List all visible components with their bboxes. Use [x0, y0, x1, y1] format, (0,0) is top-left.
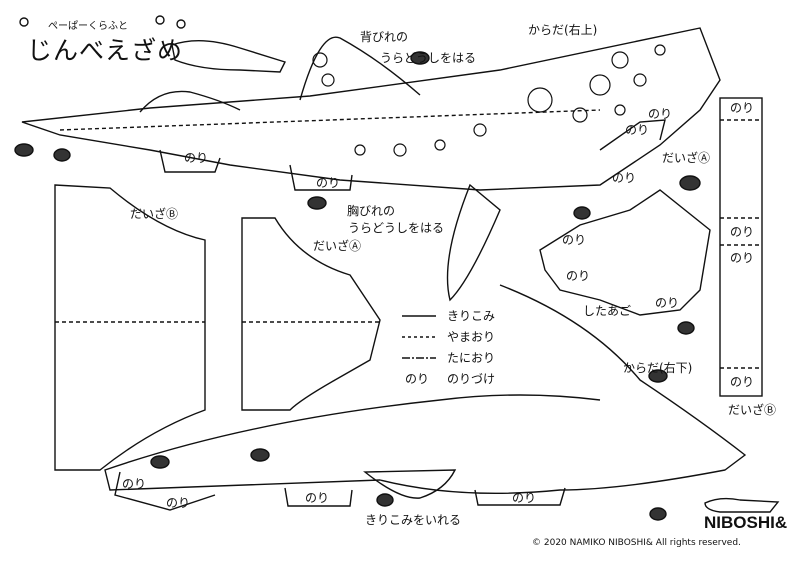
glue-label: のり	[655, 296, 680, 310]
dorsal-fin-instruction: うらどうしをはる	[380, 51, 477, 65]
glue-label: のり	[730, 101, 755, 115]
bubble-icon	[155, 15, 165, 25]
lower-jaw-label: したあご	[583, 304, 632, 318]
lower-jaw-piece	[539, 189, 711, 316]
pectoral-fin-instruction: うらどうしをはる	[348, 221, 445, 235]
glue-label: のり	[730, 251, 755, 265]
bubble-icon	[19, 17, 29, 27]
legend-glue-symbol: のり	[405, 372, 430, 386]
glue-label: のり	[184, 151, 209, 165]
dorsal-fin-piece	[299, 36, 421, 101]
cut-instruction: きりこみをいれる	[365, 513, 462, 527]
stand-b-label-2: だいざⒷ	[728, 403, 777, 417]
dorsal-fin-label: 背びれの	[360, 30, 409, 44]
body-upper-piece	[21, 27, 721, 191]
glue-label: のり	[566, 269, 591, 283]
brand-logo: NIBOSHI&	[704, 513, 788, 532]
legend-cut: きりこみ	[447, 309, 496, 323]
stand-b-label: だいざⒷ	[130, 207, 179, 221]
stand-a-label-2: だいざⒶ	[662, 151, 711, 165]
legend-glue: のりづけ	[447, 372, 496, 386]
decorative-fish-icons	[14, 51, 701, 521]
glue-label: のり	[166, 496, 191, 510]
glue-label: のり	[562, 233, 587, 247]
glue-label: のり	[612, 171, 637, 185]
bubble-icon	[176, 19, 186, 29]
stand-a-label: だいざⒶ	[313, 239, 362, 253]
stand-a-piece	[241, 217, 381, 411]
spots	[312, 44, 666, 157]
glue-label: のり	[316, 176, 341, 190]
page-title: じんべえざめ	[27, 36, 184, 65]
stand-b-piece	[54, 184, 206, 471]
glue-label: のり	[625, 123, 650, 137]
niboshi-logo-fish	[704, 497, 780, 513]
pectoral-fin-piece	[446, 183, 501, 302]
body-lower-right-label: からだ(右下)	[623, 361, 693, 375]
small-dorsal-fin	[139, 90, 241, 113]
glue-label: のり	[305, 491, 330, 505]
glue-label: のり	[730, 225, 755, 239]
body-lower-piece	[104, 284, 747, 495]
whale-shark-icon	[171, 39, 286, 73]
glue-label: のり	[122, 477, 147, 491]
subtitle: ぺーぱーくらふと	[48, 21, 128, 32]
glue-label: のり	[648, 107, 673, 121]
glue-label: のり	[512, 491, 537, 505]
pectoral-fin-label: 胸びれの	[347, 204, 396, 218]
body-right-strip	[719, 97, 763, 397]
legend-valley-fold: たにおり	[447, 351, 496, 365]
copyright: © 2020 NAMIKO NIBOSHI& All rights reserv…	[532, 538, 741, 548]
glue-label: のり	[730, 375, 755, 389]
legend-mountain-fold: やまおり	[447, 330, 496, 344]
body-upper-right-label: からだ(右上)	[528, 23, 598, 37]
